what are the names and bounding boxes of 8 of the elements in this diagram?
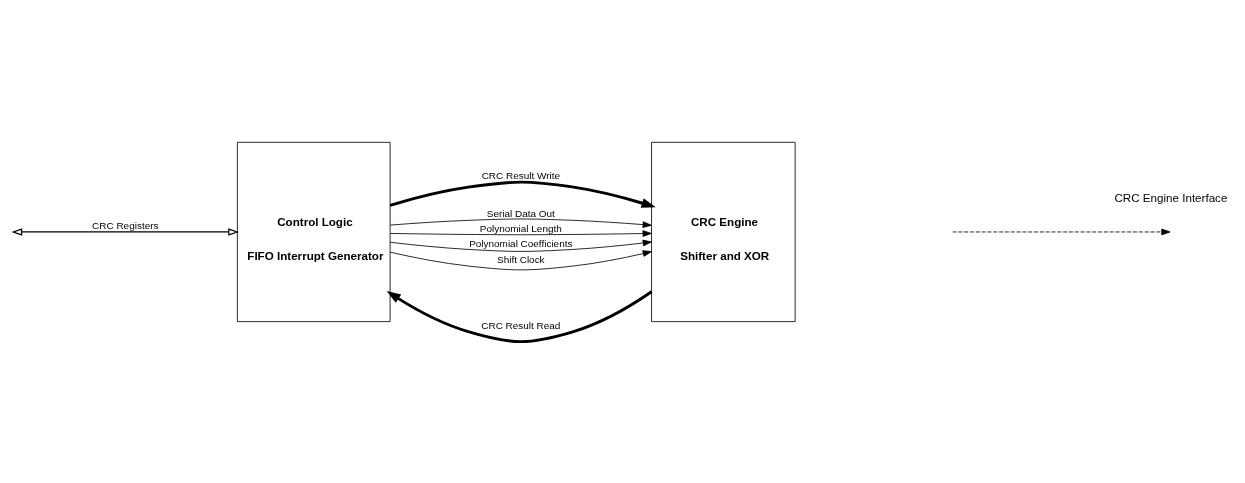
legend-label: CRC Engine Interface	[1114, 190, 1228, 204]
edge-label: Polynomial Length	[479, 222, 562, 234]
edge-label: Polynomial Coefficients	[469, 237, 573, 249]
edge-label: Shift Clock	[497, 253, 545, 265]
edge-label: Serial Data Out	[486, 207, 555, 219]
edge-label: CRC Registers	[92, 219, 159, 231]
edge-label: CRC Result Read	[481, 319, 561, 331]
edge-label: CRC Result Write	[481, 169, 560, 181]
